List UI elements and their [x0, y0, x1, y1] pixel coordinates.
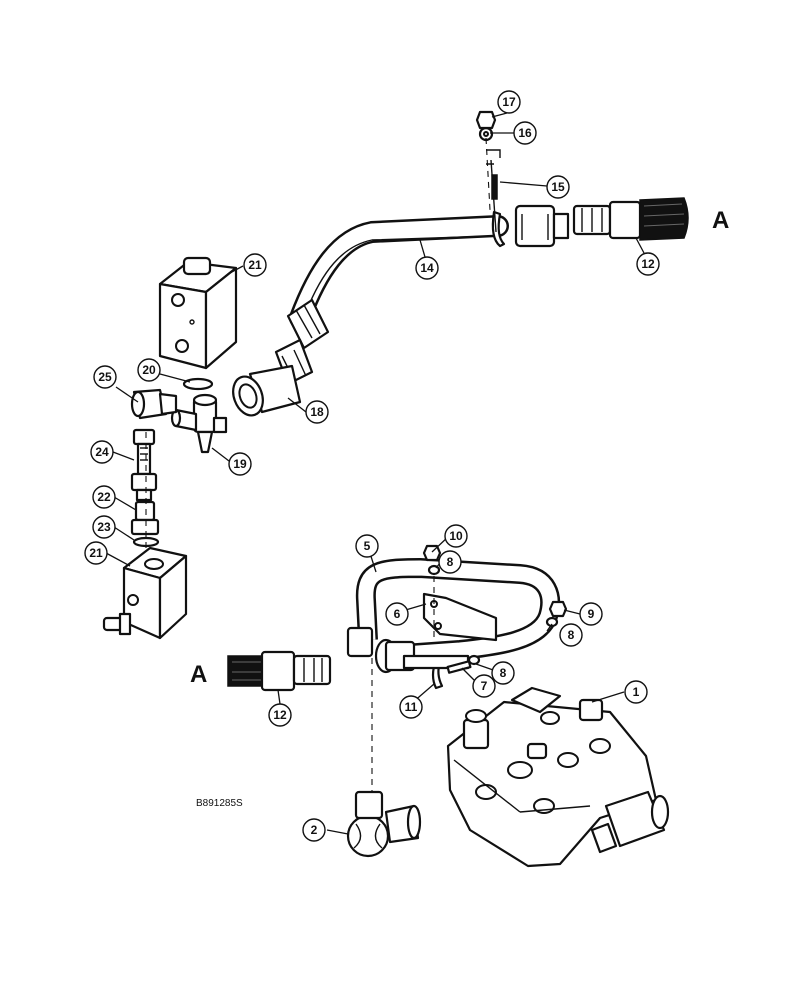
callout-18: 19	[228, 452, 252, 476]
control-valve-1	[446, 686, 670, 868]
svg-text:12: 12	[273, 708, 287, 722]
callout-8-top: 8	[438, 550, 462, 574]
elbow-fitting-25	[130, 388, 178, 420]
callout-8-right: 8	[559, 623, 583, 647]
svg-text:22: 22	[97, 490, 111, 504]
callout-11: 11	[399, 695, 423, 719]
svg-text:17: 17	[502, 95, 516, 109]
tube-fitting-left	[346, 626, 416, 674]
callout-25: 25	[93, 365, 117, 389]
clamp-11	[402, 654, 470, 690]
svg-text:11: 11	[405, 700, 418, 714]
valve-block-20	[158, 256, 238, 370]
callout-9: 9	[579, 602, 603, 626]
svg-text:21: 21	[248, 258, 262, 272]
svg-text:20: 20	[142, 363, 156, 377]
callout-5: 5	[355, 534, 379, 558]
hose-12-bottom	[227, 650, 332, 692]
callout-2: 2	[302, 818, 326, 842]
callout-12-top: 12	[636, 252, 660, 276]
callout-21: 21	[84, 541, 108, 565]
callout-6: 6	[385, 602, 409, 626]
svg-text:14: 14	[420, 261, 434, 275]
elbow-fitting-17	[232, 338, 314, 417]
clamp-14	[486, 149, 506, 248]
callout-10: 10	[444, 524, 468, 548]
callout-1: 1	[624, 680, 648, 704]
svg-text:24: 24	[95, 445, 109, 459]
nut-16	[475, 110, 497, 130]
callout-16: 17	[497, 90, 521, 114]
svg-text:12: 12	[641, 257, 655, 271]
callout-24: 24	[90, 440, 114, 464]
assembly-line-14	[485, 137, 491, 211]
callout-22: 22	[92, 485, 116, 509]
callout-12-bottom: 12	[268, 703, 292, 727]
svg-text:21: 21	[89, 546, 103, 560]
elbow-fitting-2	[346, 790, 422, 858]
callout-23: 23	[92, 515, 116, 539]
tube-13	[289, 215, 509, 329]
callout-13: 14	[415, 256, 439, 280]
bolt-7	[446, 654, 481, 674]
tube-nut-left	[286, 298, 330, 350]
svg-text:9: 9	[588, 607, 595, 621]
callout-17: 18	[305, 400, 329, 424]
svg-text:2: 2	[311, 823, 318, 837]
callout-8-bottom: 8	[491, 661, 515, 685]
callout-14: 15	[546, 175, 570, 199]
callout-15: 16	[513, 121, 537, 145]
fitting-22	[130, 500, 160, 536]
callout-20: 21	[243, 253, 267, 277]
adapter-24	[130, 428, 158, 502]
connection-letter-top: A	[712, 207, 729, 234]
callout-7: 7	[472, 674, 496, 698]
nut-10	[422, 544, 442, 576]
valve-block-21	[102, 546, 188, 640]
callout-19: 20	[137, 358, 161, 382]
svg-text:16: 16	[518, 126, 532, 140]
o-ring-19	[182, 377, 214, 391]
tee-fitting-18	[170, 393, 228, 454]
hose-12-top	[572, 197, 689, 241]
svg-text:5: 5	[364, 539, 371, 553]
svg-text:8: 8	[447, 555, 454, 569]
nut-9	[545, 600, 568, 628]
svg-text:15: 15	[551, 180, 565, 194]
svg-text:25: 25	[98, 370, 112, 384]
svg-text:18: 18	[310, 405, 324, 419]
tube-nut-right	[514, 204, 570, 248]
svg-text:8: 8	[568, 628, 575, 642]
connection-letter-bottom: A	[190, 661, 207, 688]
tube-5	[355, 558, 561, 664]
svg-text:23: 23	[97, 520, 111, 534]
svg-text:10: 10	[449, 529, 463, 543]
svg-text:19: 19	[233, 457, 247, 471]
figure-code: B891285S	[196, 798, 243, 809]
svg-text:1: 1	[633, 685, 640, 699]
svg-text:7: 7	[481, 679, 488, 693]
bracket-6	[422, 592, 498, 642]
svg-text:6: 6	[394, 607, 401, 621]
svg-text:8: 8	[500, 666, 507, 680]
